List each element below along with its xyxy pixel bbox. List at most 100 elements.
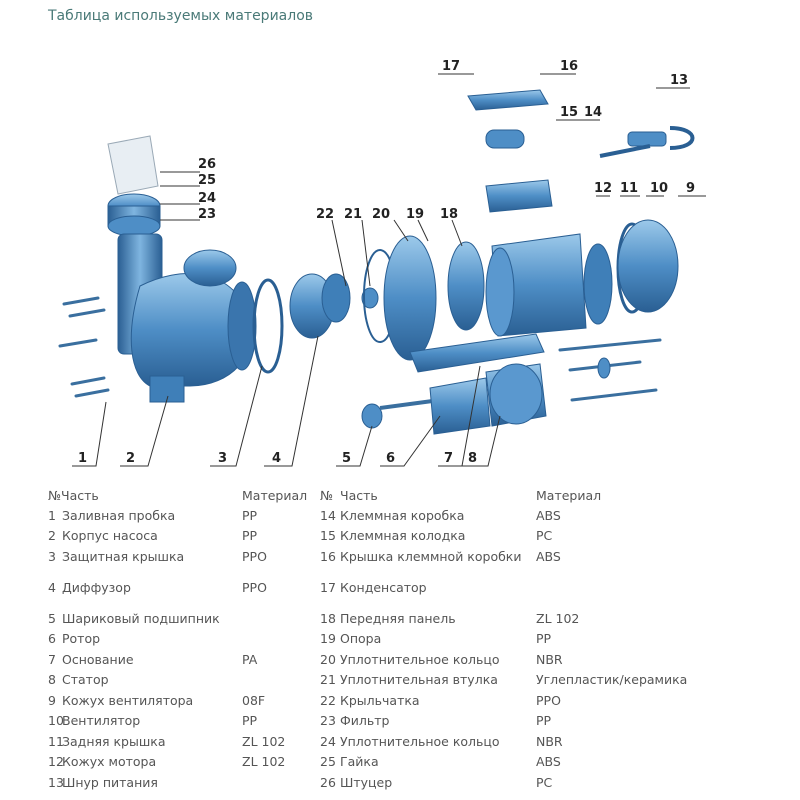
base-rotor-stator — [361, 333, 547, 435]
left-part-name: Ротор — [62, 631, 101, 646]
left-part-material: PP — [242, 528, 258, 543]
right-part-number: 23 — [320, 713, 336, 728]
callout-16: 16 — [560, 59, 578, 74]
right-part-material: ZL 102 — [536, 611, 580, 626]
left-part-material: PP — [242, 713, 258, 728]
right-part-number: 15 — [320, 528, 336, 543]
bolts-left — [58, 296, 110, 398]
right-part-name: Уплотнительное кольцо — [340, 734, 500, 749]
left-part-number: 4 — [48, 580, 56, 595]
page-title: Таблица используемых материалов — [48, 8, 314, 24]
right-part-name: Передняя панель — [340, 611, 456, 626]
right-part-name: Крышка клеммной коробки — [340, 549, 522, 564]
callout-19: 19 — [406, 207, 424, 222]
header-part-right: Часть — [340, 488, 378, 503]
terminal-box-group — [467, 89, 553, 213]
left-part-number: 3 — [48, 549, 56, 564]
left-part-number: 13 — [48, 775, 64, 790]
left-part-name: Заливная пробка — [62, 508, 176, 523]
right-part-name: Штуцер — [340, 775, 393, 790]
callout-18: 18 — [440, 207, 458, 222]
left-part-name: Шариковый подшипник — [62, 611, 220, 626]
callout-22: 22 — [316, 207, 334, 222]
motor-group — [485, 219, 679, 337]
left-part-name: Вентилятор — [62, 713, 141, 728]
pump-housing-group — [107, 135, 257, 403]
right-part-name: Фильтр — [340, 713, 390, 728]
left-part-name: Кожух вентилятора — [62, 693, 194, 708]
callout-6: 6 — [386, 451, 395, 466]
right-part-material: ABS — [536, 549, 561, 564]
right-part-name: Клеммная колодка — [340, 528, 466, 543]
left-part-name: Защитная крышка — [62, 549, 185, 564]
callout-14: 14 — [584, 105, 602, 120]
right-part-material: NBR — [536, 652, 563, 667]
callout-labels: 1 2 3 4 5 6 7 8 9 10 11 12 13 14 15 16 1… — [78, 59, 695, 466]
power-cord — [599, 126, 695, 158]
left-part-number: 11 — [48, 734, 64, 749]
left-part-name: Кожух мотора — [62, 754, 157, 769]
right-part-number: 18 — [320, 611, 336, 626]
right-part-material: PPO — [536, 693, 561, 708]
left-part-material: PPO — [242, 580, 267, 595]
right-part-name: Опора — [340, 631, 382, 646]
right-part-number: 22 — [320, 693, 336, 708]
right-part-name: Клеммная коробка — [340, 508, 465, 523]
left-part-number: 10 — [48, 713, 64, 728]
callout-25: 25 — [198, 173, 216, 188]
callout-20: 20 — [372, 207, 390, 222]
right-part-material: NBR — [536, 734, 563, 749]
callout-3: 3 — [218, 451, 227, 466]
left-part-material: PA — [242, 652, 258, 667]
right-part-number: 26 — [320, 775, 336, 790]
leader-lines — [72, 73, 706, 467]
callout-7: 7 — [444, 451, 453, 466]
right-part-number: 25 — [320, 754, 336, 769]
left-part-number: 12 — [48, 754, 64, 769]
callout-8: 8 — [468, 451, 477, 466]
right-part-material: PC — [536, 528, 553, 543]
left-part-material: ZL 102 — [242, 754, 286, 769]
right-part-material: PC — [536, 775, 553, 790]
right-part-material: ABS — [536, 754, 561, 769]
left-part-material: 08F — [242, 693, 266, 708]
bolts-right — [558, 338, 662, 402]
left-part-name: Основание — [62, 652, 134, 667]
right-part-material: PP — [536, 713, 552, 728]
right-part-number: 14 — [320, 508, 336, 523]
header-num-part-left: №Часть — [48, 488, 99, 503]
callout-12: 12 — [594, 181, 612, 196]
table-header: №Часть Материал № Часть Материал — [48, 486, 768, 506]
left-part-name: Диффузор — [62, 580, 131, 595]
right-part-name: Крыльчатка — [340, 693, 420, 708]
callout-9: 9 — [686, 181, 695, 196]
callout-23: 23 — [198, 207, 216, 222]
right-part-number: 17 — [320, 580, 336, 595]
callout-24: 24 — [198, 191, 216, 206]
left-part-number: 9 — [48, 693, 56, 708]
callout-4: 4 — [272, 451, 281, 466]
left-part-name: Статор — [62, 672, 109, 687]
left-part-name: Задняя крышка — [62, 734, 166, 749]
right-part-name: Уплотнительное кольцо — [340, 652, 500, 667]
exploded-pump-diagram: 1 2 3 4 5 6 7 8 9 10 11 12 13 14 15 16 1… — [58, 59, 706, 467]
callout-17: 17 — [442, 59, 460, 74]
callout-15: 15 — [560, 105, 578, 120]
header-material-right: Материал — [536, 488, 602, 503]
left-part-name: Корпус насоса — [62, 528, 158, 543]
right-part-number: 19 — [320, 631, 336, 646]
right-part-name: Уплотнительная втулка — [340, 672, 498, 687]
callout-21: 21 — [344, 207, 362, 222]
left-part-material: PPO — [242, 549, 267, 564]
callout-10: 10 — [650, 181, 668, 196]
right-part-material: ABS — [536, 508, 561, 523]
